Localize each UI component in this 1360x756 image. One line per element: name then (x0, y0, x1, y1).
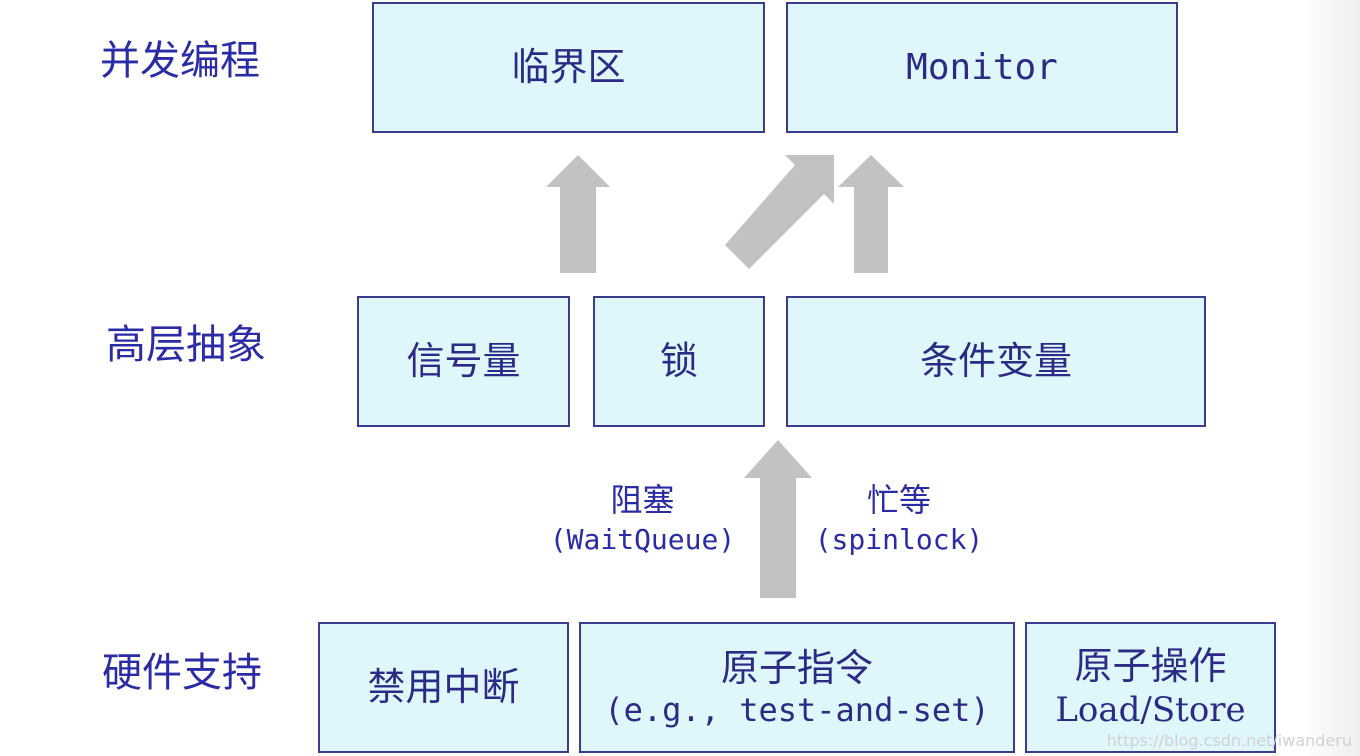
arrow-label-busy-wait: 忙等 (spinlock) (808, 480, 990, 558)
arrow-label-blocking: 阻塞 (WaitQueue) (545, 480, 740, 558)
box-monitor-label: Monitor (906, 46, 1058, 88)
box-atomic-instruction: 原子指令 (e.g., test-and-set) (579, 622, 1015, 753)
box-atomic-instruction-detail: (e.g., test-and-set) (604, 691, 990, 730)
box-disable-interrupts-label: 禁用中断 (367, 664, 520, 709)
right-edge-shade (1302, 0, 1360, 756)
arrow-hardware-to-abstraction (744, 440, 812, 598)
arrow-label-blocking-zh: 阻塞 (610, 481, 675, 519)
box-condition-variable-label: 条件变量 (919, 338, 1072, 383)
box-lock: 锁 (593, 296, 765, 427)
arrow-label-busy-wait-en: (spinlock) (814, 522, 984, 556)
box-monitor: Monitor (786, 2, 1178, 133)
arrow-to-critical-section (546, 155, 610, 273)
arrow-label-blocking-en: (WaitQueue) (549, 522, 736, 556)
box-critical-section-label: 临界区 (511, 44, 626, 89)
arrow-to-monitor (838, 155, 904, 273)
box-atomic-operation: 原子操作 Load/Store (1025, 622, 1276, 753)
layer-label-high-level-abstraction: 高层抽象 (106, 322, 266, 368)
watermark: https://blog.csdn.net/iwanderu (1106, 731, 1352, 750)
box-disable-interrupts: 禁用中断 (318, 622, 569, 753)
box-semaphore: 信号量 (357, 296, 570, 427)
arrow-diagonal-to-monitor (725, 155, 834, 269)
box-atomic-operation-detail: Load/Store (1055, 689, 1246, 730)
box-condition-variable: 条件变量 (786, 296, 1206, 427)
box-critical-section: 临界区 (372, 2, 765, 133)
box-lock-label: 锁 (659, 338, 698, 383)
layer-label-concurrent-programming: 并发编程 (100, 38, 260, 84)
arrow-label-busy-wait-zh: 忙等 (866, 481, 931, 519)
box-atomic-operation-title: 原子操作 (1074, 644, 1227, 689)
box-atomic-instruction-title: 原子指令 (720, 645, 873, 690)
box-semaphore-label: 信号量 (406, 338, 521, 383)
layer-label-hardware-support: 硬件支持 (102, 650, 262, 696)
